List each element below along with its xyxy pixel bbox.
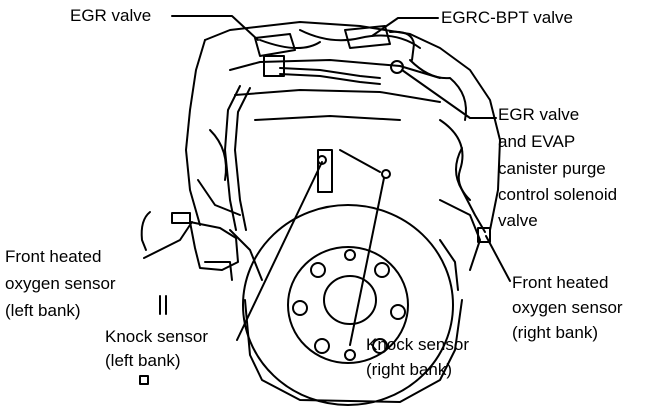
label-egr-evap-solenoid-line5: valve xyxy=(498,211,538,230)
label-egr-valve: EGR valve xyxy=(70,6,152,25)
label-knock-right-line1: Knock sensor xyxy=(366,335,469,354)
label-front-o2-right-line1: Front heated xyxy=(512,273,609,292)
label-egr-evap-solenoid-line4: control solenoid xyxy=(498,185,618,204)
label-front-o2-left-line2: oxygen sensor xyxy=(5,274,116,293)
label-front-o2-right-line2: oxygen sensor xyxy=(512,298,623,317)
right-oxygen-sensor-part xyxy=(455,147,491,243)
flywheel xyxy=(229,204,463,406)
label-knock-left-line1: Knock sensor xyxy=(105,327,208,346)
label-front-o2-right-line3: (right bank) xyxy=(512,323,598,342)
leader-lines xyxy=(143,15,511,346)
label-front-o2-left-line1: Front heated xyxy=(5,247,102,266)
egrc-bpt-valve-part xyxy=(344,25,415,74)
label-knock-right-line2: (right bank) xyxy=(366,360,452,379)
engine-block-outline xyxy=(185,21,501,271)
left-oxygen-sensor-part xyxy=(140,211,239,281)
egr-valve-part xyxy=(224,33,381,231)
label-egr-evap-solenoid-line3: canister purge xyxy=(498,159,606,178)
label-egrc-bpt-valve: EGRC-BPT valve xyxy=(441,8,573,27)
small-marks xyxy=(139,295,167,385)
label-egr-evap-solenoid-line1: EGR valve xyxy=(498,105,580,124)
label-knock-left-line2: (left bank) xyxy=(105,351,181,370)
label-egr-evap-solenoid-line2: and EVAP xyxy=(498,132,576,151)
knock-sensors-part xyxy=(317,149,391,193)
label-front-o2-left-line3: (left bank) xyxy=(5,301,81,320)
